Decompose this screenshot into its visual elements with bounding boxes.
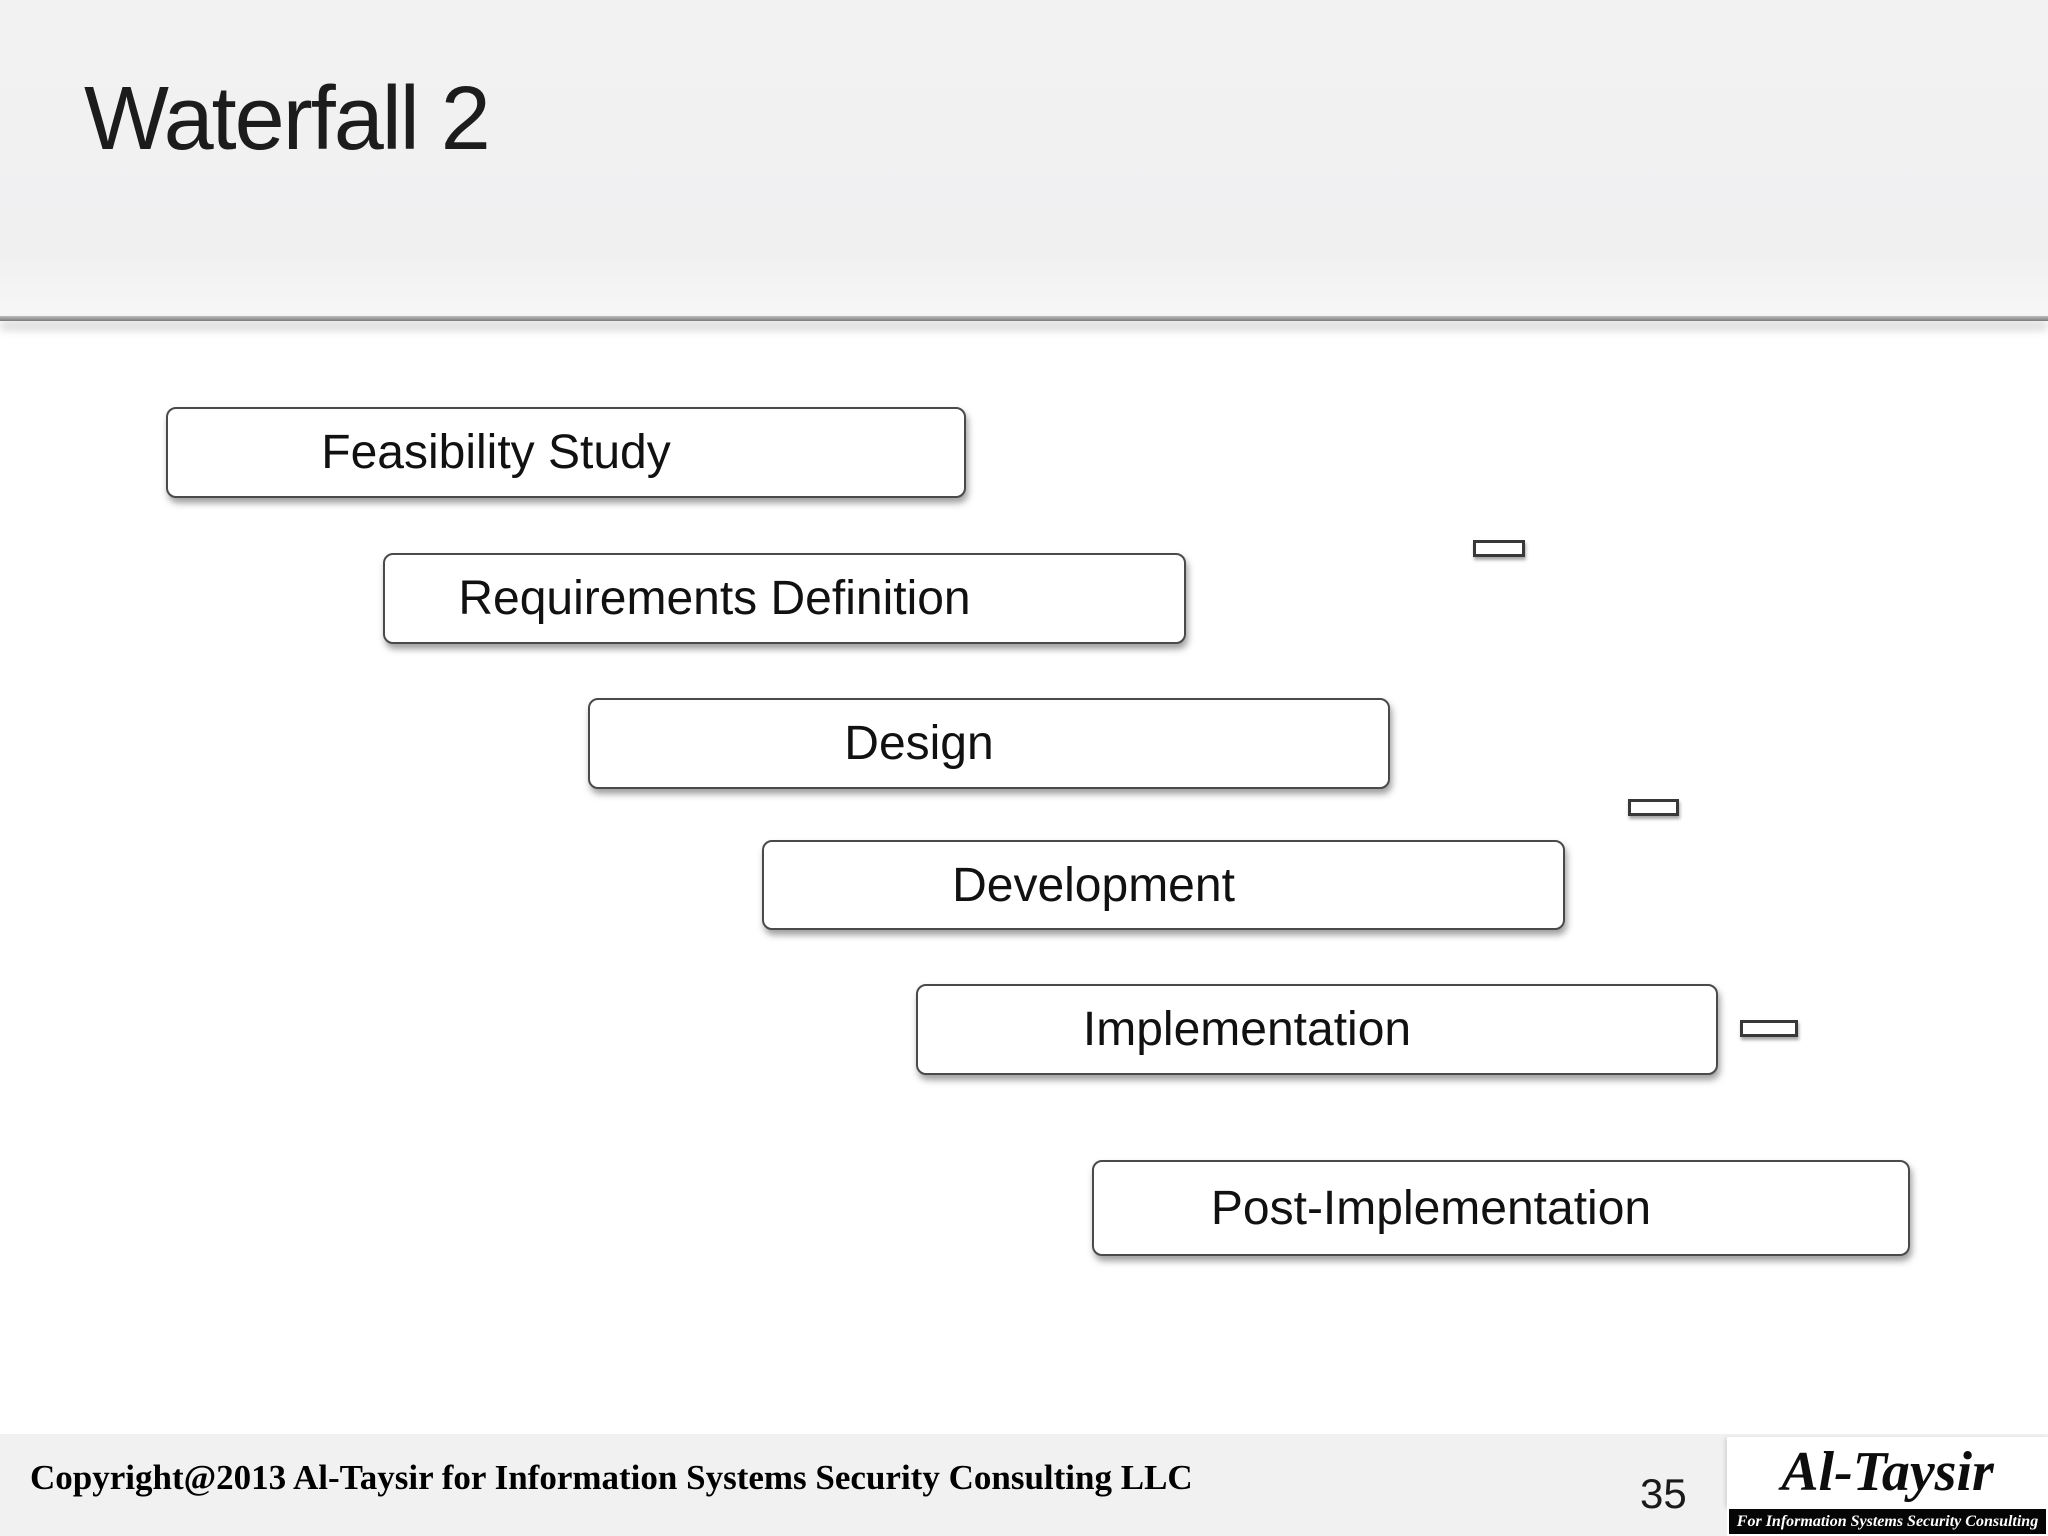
phase-box-post-implementation: Post-Implementation xyxy=(1092,1160,1910,1256)
page-number: 35 xyxy=(1640,1470,1687,1517)
phase-box-development: Development xyxy=(762,840,1565,930)
header-divider xyxy=(0,316,2048,321)
connector-rectangle-1 xyxy=(1473,540,1525,557)
connector-rectangle-3 xyxy=(1740,1020,1798,1037)
logo-tagline: For Information Systems Security Consult… xyxy=(1727,1507,2048,1536)
phase-box-design: Design xyxy=(588,698,1390,789)
phase-box-requirements-definition: Requirements Definition xyxy=(383,553,1186,644)
phase-box-implementation: Implementation xyxy=(916,984,1718,1075)
altaysir-logo: Al-Taysir For Information Systems Securi… xyxy=(1727,1437,2048,1536)
connector-rectangle-2 xyxy=(1628,799,1679,816)
slide-title: Waterfall 2 xyxy=(84,69,491,169)
logo-name: Al-Taysir xyxy=(1781,1441,1994,1503)
slide-footer: Copyright@2013 Al-Taysir for Information… xyxy=(0,1434,2048,1536)
phase-box-feasibility-study: Feasibility Study xyxy=(166,407,966,498)
copyright-text: Copyright@2013 Al-Taysir for Information… xyxy=(30,1458,1193,1497)
logo-plate: Al-Taysir xyxy=(1727,1437,2048,1507)
slide-header: Waterfall 2 xyxy=(0,0,2048,316)
